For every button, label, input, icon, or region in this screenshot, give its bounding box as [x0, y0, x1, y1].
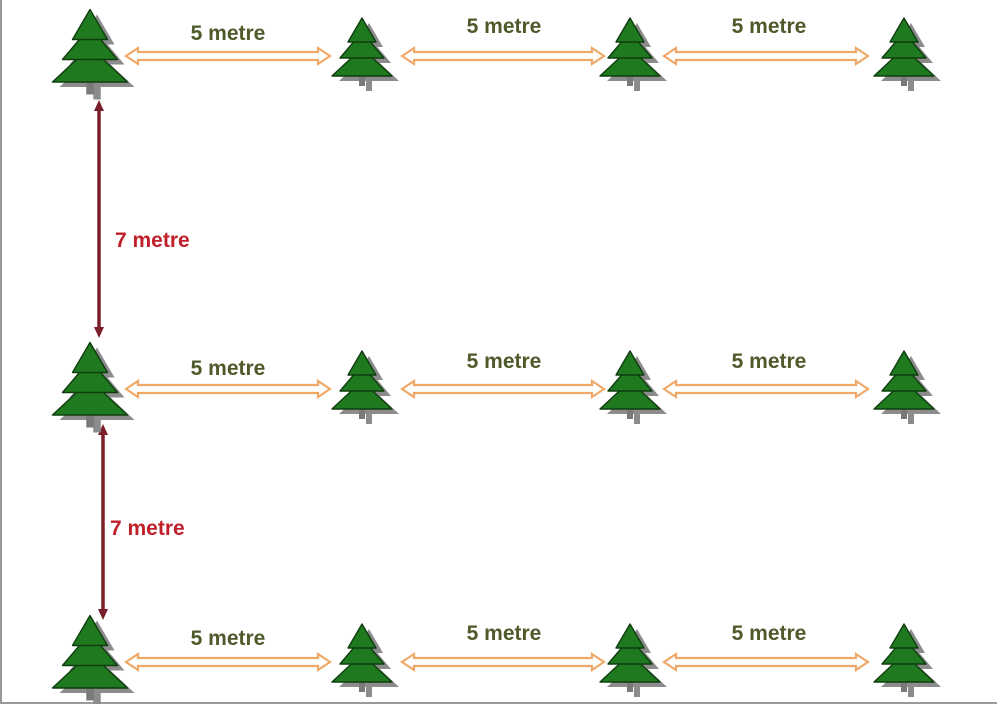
pine-tree-icon [51, 341, 135, 433]
pine-tree-icon [599, 623, 667, 697]
horizontal-spacing-label: 5 metre [732, 622, 807, 645]
pine-tree-icon [51, 614, 135, 704]
horizontal-spacing-arrow [662, 651, 870, 673]
vertical-spacing-arrow [94, 100, 104, 338]
horizontal-spacing-arrow [400, 378, 606, 400]
horizontal-spacing-arrow [124, 45, 332, 67]
horizontal-spacing-label: 5 metre [732, 350, 807, 373]
horizontal-spacing-label: 5 metre [467, 622, 542, 645]
horizontal-spacing-label: 5 metre [467, 350, 542, 373]
horizontal-spacing-label: 5 metre [191, 22, 266, 45]
pine-tree-icon [599, 350, 667, 424]
pine-tree-icon [51, 8, 135, 100]
horizontal-spacing-label: 5 metre [732, 15, 807, 38]
horizontal-spacing-arrow [124, 378, 332, 400]
pine-tree-icon [331, 17, 399, 91]
horizontal-spacing-arrow [400, 651, 606, 673]
horizontal-spacing-label: 5 metre [191, 627, 266, 650]
pine-tree-icon [873, 350, 941, 424]
pine-tree-icon [873, 623, 941, 697]
horizontal-spacing-label: 5 metre [191, 357, 266, 380]
pine-tree-icon [873, 17, 941, 91]
horizontal-spacing-label: 5 metre [467, 15, 542, 38]
pine-tree-icon [331, 350, 399, 424]
pine-tree-icon [331, 623, 399, 697]
vertical-spacing-arrow [98, 424, 108, 620]
vertical-spacing-label: 7 metre [110, 517, 185, 540]
pine-tree-icon [599, 17, 667, 91]
horizontal-spacing-arrow [400, 45, 606, 67]
horizontal-spacing-arrow [124, 651, 332, 673]
vertical-spacing-label: 7 metre [115, 229, 190, 252]
horizontal-spacing-arrow [662, 378, 870, 400]
horizontal-spacing-arrow [662, 45, 870, 67]
